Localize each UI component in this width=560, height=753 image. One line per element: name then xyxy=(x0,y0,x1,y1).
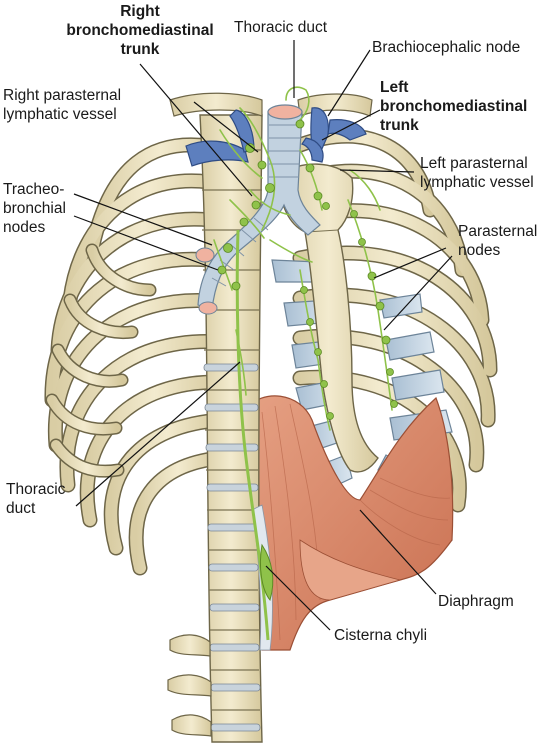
trachea-and-bronchi xyxy=(195,104,321,315)
label-line: Parasternal xyxy=(458,223,538,240)
label-line: Thoracic xyxy=(6,481,66,498)
label-line: bronchomediastinal xyxy=(66,22,214,39)
label-diaphragm: Diaphragm xyxy=(438,593,514,610)
leader-lines xyxy=(73,40,453,631)
label-line: Tracheo- xyxy=(3,181,65,198)
label-right-parasternal-lymphatic-vessel: Right parasternal lymphatic vessel xyxy=(3,86,121,124)
label-line: nodes xyxy=(3,219,46,236)
label-line: bronchial xyxy=(3,200,66,217)
label-line: bronchomediastinal xyxy=(380,98,528,115)
label-parasternal-nodes: Parasternal nodes xyxy=(458,222,537,260)
ribs-right-side xyxy=(44,137,236,576)
label-brachiocephalic-node: Brachiocephalic node xyxy=(372,39,521,56)
label-left-parasternal-lymphatic-vessel: Left parasternal lymphatic vessel xyxy=(420,154,534,192)
label-thoracic-duct-bottom: Thoracic duct xyxy=(6,480,65,518)
label-line: Left xyxy=(380,79,409,96)
label-tracheobronchial-nodes: Tracheo- bronchial nodes xyxy=(3,180,66,237)
lymph-nodes xyxy=(217,119,398,420)
veins-and-trunks xyxy=(185,107,367,167)
label-line: Right parasternal xyxy=(3,87,122,104)
label-line: duct xyxy=(6,500,36,517)
lymphatic-network xyxy=(213,86,393,431)
label-right-bronchomediastinal-trunk: Right bronchomediastinal trunk xyxy=(28,2,252,59)
label-line: Left parasternal xyxy=(420,155,528,172)
label-line: nodes xyxy=(458,242,501,259)
label-line: trunk xyxy=(120,41,160,58)
label-cisterna-chyli: Cisterna chyli xyxy=(334,627,428,644)
label-line: trunk xyxy=(380,117,419,134)
label-line: Right xyxy=(120,3,160,20)
label-left-bronchomediastinal-trunk: Left bronchomediastinal trunk xyxy=(380,78,527,135)
label-line: lymphatic vessel xyxy=(3,106,117,123)
cisterna-chyli xyxy=(259,543,274,602)
label-line: lymphatic vessel xyxy=(420,174,534,191)
label-thoracic-duct-top: Thoracic duct xyxy=(234,19,328,36)
